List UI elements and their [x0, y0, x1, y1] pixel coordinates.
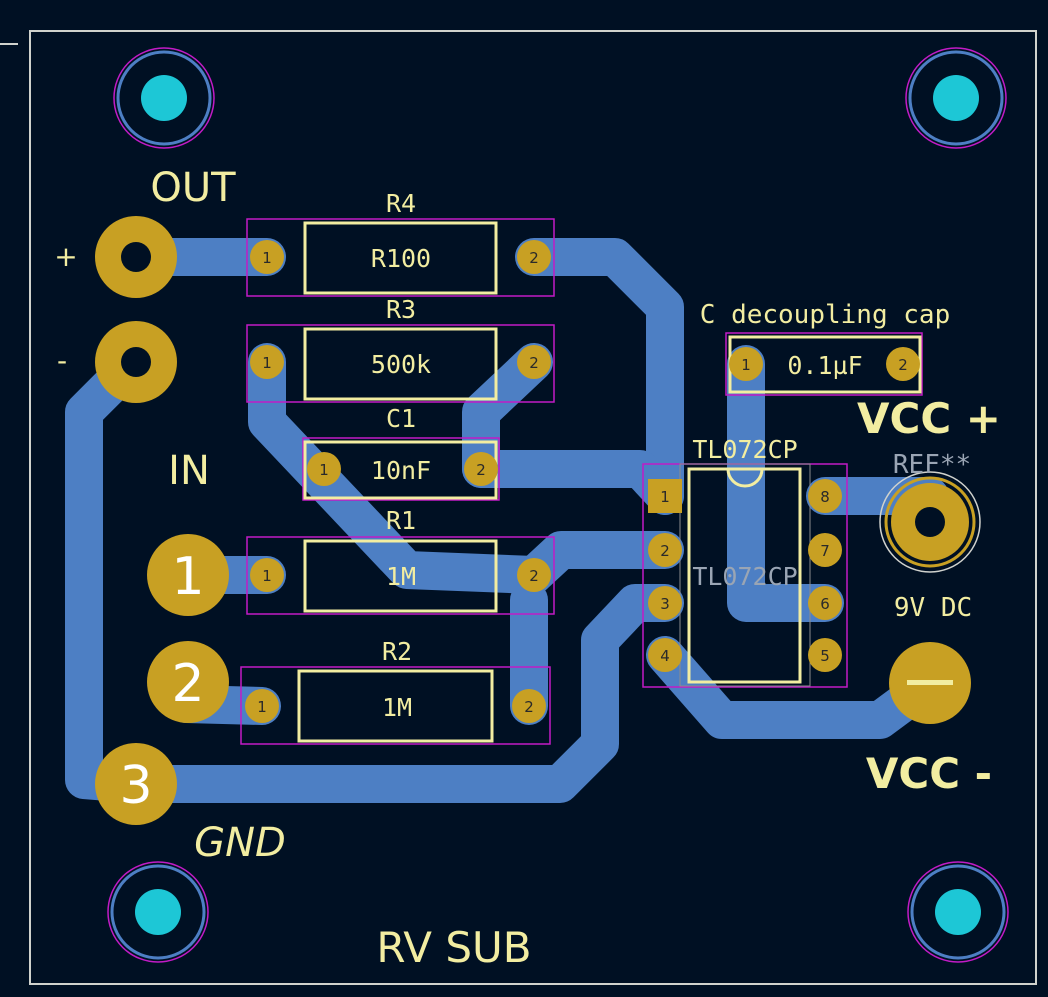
pad-in-1	[147, 534, 229, 616]
label-9v-dc: 9V DC	[894, 593, 972, 623]
r4-value: R100	[371, 244, 431, 273]
courtyard-c1	[302, 437, 500, 501]
pad-num-r4-2: 2	[529, 249, 539, 267]
label-in: IN	[168, 448, 210, 494]
pad-num-ic-7: 7	[820, 542, 830, 560]
pad-in-2	[147, 641, 229, 723]
r2-value: 1M	[382, 693, 412, 722]
label-vcc-plus: VCC +	[857, 394, 1001, 443]
c1-value: 10nF	[371, 456, 431, 485]
ic-notch	[726, 468, 764, 488]
courtyard-r2	[240, 666, 551, 745]
pad-num-r2-1: 1	[257, 698, 267, 716]
mount-hole-tl	[113, 47, 215, 149]
r3-ref: R3	[386, 295, 416, 324]
pad-num-cap-2: 2	[898, 356, 908, 374]
courtyards	[240, 218, 923, 745]
courtyard-cap	[725, 332, 923, 396]
silk-bodies	[297, 221, 922, 743]
ic-ref: TL072CP	[692, 435, 797, 464]
cap-ref: C decoupling cap	[700, 300, 950, 330]
courtyard-r3	[246, 324, 555, 403]
label-ref: REF**	[893, 450, 971, 480]
label-gnd: GND	[194, 820, 286, 866]
pad-num-r3-2: 2	[529, 354, 539, 372]
ic-fab-outline	[679, 463, 811, 687]
pad-num-ic-3: 3	[660, 595, 670, 613]
pad-num-c1-2: 2	[476, 461, 486, 479]
r2-ref: R2	[382, 637, 412, 666]
label-out-plus: +	[54, 240, 77, 273]
pad-num-ic-6: 6	[820, 595, 830, 613]
body-r2	[297, 669, 494, 743]
pad-num-r2-2: 2	[524, 698, 534, 716]
body-r3	[303, 327, 498, 401]
pad-num-ic-2: 2	[660, 542, 670, 560]
pad-num-c1-1: 1	[319, 461, 329, 479]
conn-number-3: 3	[119, 756, 152, 816]
label-out: OUT	[150, 165, 236, 211]
pad-gnd-3	[95, 743, 177, 825]
pad-num-r1-2: 2	[529, 567, 539, 585]
pad-num-cap-1: 1	[741, 356, 751, 374]
conn-number-2: 2	[171, 654, 204, 714]
pad-num-r3-1: 1	[262, 354, 272, 372]
mount-hole-tr	[905, 47, 1007, 149]
r3-value: 500k	[371, 350, 431, 379]
component-pads	[245, 240, 920, 723]
ic-fab-value: TL072CP	[692, 562, 797, 591]
r4-ref: R4	[386, 189, 416, 218]
cap-value: 0.1µF	[787, 351, 862, 380]
pad-num-r4-1: 1	[262, 249, 272, 267]
courtyard-r4	[246, 218, 555, 297]
c1-ref: C1	[386, 404, 416, 433]
label-out-minus: -	[57, 344, 67, 377]
r1-ref: R1	[386, 506, 416, 535]
pad-numbers: 1 2 1 2 1 2 1 2 1 2 1 2 1 2 3 4 8 7 6 5	[257, 249, 908, 716]
track-r4-ic	[515, 238, 684, 515]
mount-hole-br	[907, 861, 1009, 963]
label-rv-sub: RV SUB	[376, 923, 531, 972]
pad-num-ic-5: 5	[820, 647, 830, 665]
courtyard-r1	[246, 536, 555, 615]
pad-num-ic-4: 4	[660, 647, 670, 665]
body-r1	[303, 539, 498, 613]
pad-num-ic-1: 1	[660, 488, 670, 506]
r1-value: 1M	[386, 562, 416, 591]
body-r4	[303, 221, 498, 295]
board-outline	[29, 30, 1037, 985]
label-vcc-minus: VCC -	[866, 749, 992, 798]
pad-num-ic-8: 8	[820, 488, 830, 506]
mount-hole-bl	[107, 861, 209, 963]
track-gnd-ic3	[115, 584, 684, 803]
connector-pads	[95, 216, 981, 825]
pad-num-r1-1: 1	[262, 567, 272, 585]
mount-holes	[107, 47, 1009, 963]
conn-number-1: 1	[171, 547, 204, 607]
body-ic	[687, 467, 802, 684]
track-r3-r1	[248, 343, 553, 594]
